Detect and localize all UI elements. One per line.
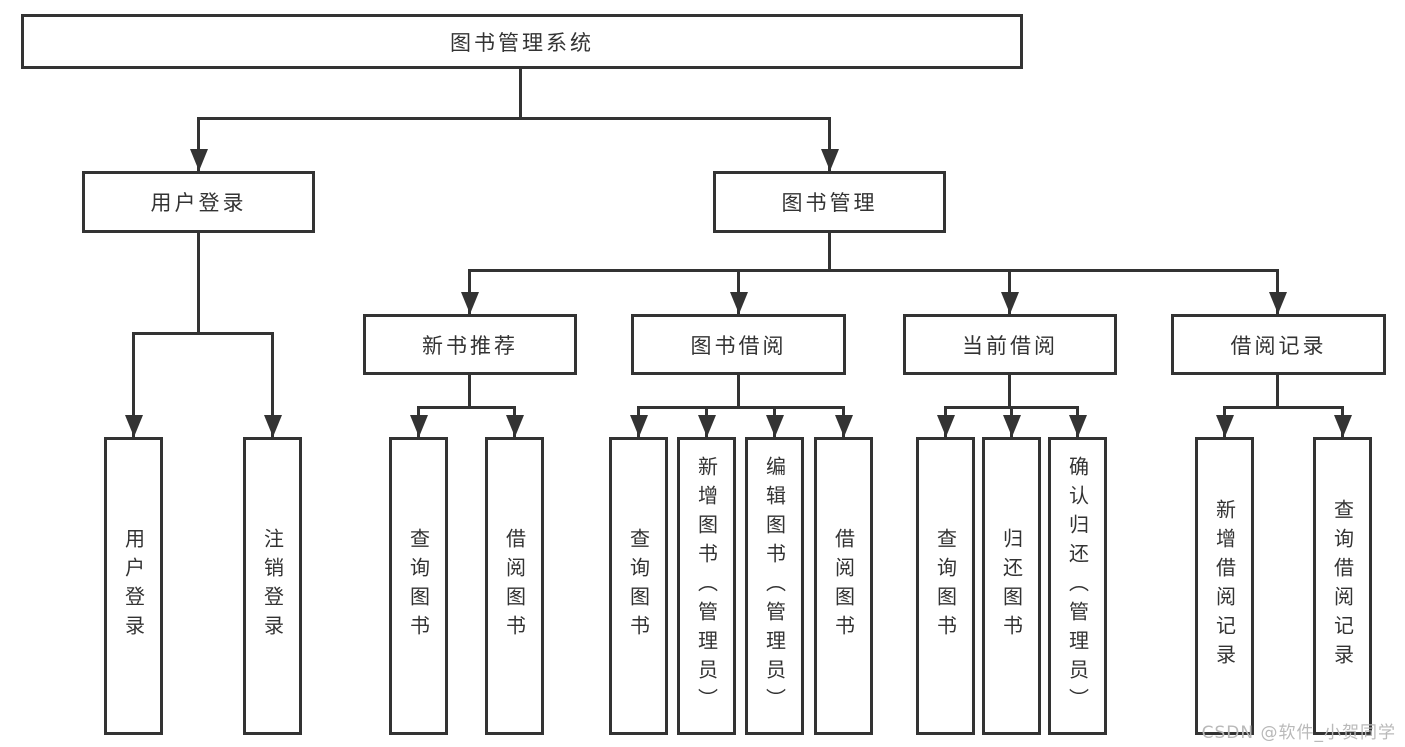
leaf-label: 归还图书: [999, 528, 1024, 644]
arrow-to-borrowing-add: [697, 406, 716, 437]
arrow-to-borrowing-query: [629, 406, 648, 437]
leaf-current-query-books: 查询图书: [916, 437, 975, 735]
leaf-label: 查询图书: [626, 528, 651, 644]
leaf-borrowing-edit-book-admin: 编辑图书（管理员）: [745, 437, 804, 735]
node-user-login: 用户登录: [82, 171, 315, 233]
node-library-management-system: 图书管理系统: [21, 14, 1023, 69]
node-new-book-recommend: 新书推荐: [363, 314, 577, 375]
leaf-label: 查询图书: [406, 528, 431, 644]
borrowing-branch-line: [637, 406, 845, 409]
leaf-recommend-borrow-books: 借阅图书: [485, 437, 544, 735]
user-login-branch-line: [132, 332, 274, 335]
arrow-to-leaf-user-login: [124, 332, 143, 437]
user-login-stem-line: [197, 233, 200, 333]
leaf-records-query-borrow-record: 查询借阅记录: [1313, 437, 1372, 735]
arrow-to-current-return: [1002, 406, 1021, 437]
leaf-current-confirm-return-admin: 确认归还（管理员）: [1048, 437, 1107, 735]
arrow-to-recommend-query: [409, 406, 428, 437]
leaf-user-login: 用户登录: [104, 437, 163, 735]
node-book-borrowing: 图书借阅: [631, 314, 846, 375]
leaf-borrowing-query-books: 查询图书: [609, 437, 668, 735]
leaf-current-return-book: 归还图书: [982, 437, 1041, 735]
arrow-to-records-query: [1333, 406, 1352, 437]
book-management-branch-line: [468, 269, 1279, 272]
leaf-borrowing-add-book-admin: 新增图书（管理员）: [677, 437, 736, 735]
arrow-to-current-borrowing: [1000, 269, 1019, 314]
node-label: 新书推荐: [422, 333, 518, 358]
node-borrowing-records: 借阅记录: [1171, 314, 1386, 375]
current-stem-line: [1008, 375, 1011, 408]
leaf-label: 查询图书: [933, 528, 958, 644]
leaf-label: 确认归还（管理员）: [1065, 455, 1090, 717]
node-book-management: 图书管理: [713, 171, 946, 233]
csdn-watermark: CSDN @软件_小贺同学: [1201, 723, 1396, 743]
arrow-to-user-login: [189, 117, 208, 171]
recommend-branch-line: [417, 406, 516, 409]
arrow-to-borrowing-edit: [765, 406, 784, 437]
node-label: 图书管理: [781, 191, 878, 215]
node-label: 借阅记录: [1230, 333, 1327, 358]
arrow-to-book-management: [820, 117, 839, 171]
node-label: 图书借阅: [690, 333, 787, 358]
node-label: 用户登录: [150, 191, 247, 215]
node-label: 当前借阅: [962, 333, 1058, 358]
leaf-recommend-query-books: 查询图书: [389, 437, 448, 735]
arrow-to-current-confirm: [1068, 406, 1087, 437]
node-current-borrowing: 当前借阅: [903, 314, 1117, 375]
leaf-label: 用户登录: [121, 528, 146, 644]
leaf-label: 借阅图书: [831, 528, 856, 644]
leaf-borrowing-borrow-books: 借阅图书: [814, 437, 873, 735]
root-branch-line: [197, 117, 831, 120]
arrow-to-borrowing-records: [1268, 269, 1287, 314]
leaf-records-add-borrow-record: 新增借阅记录: [1195, 437, 1254, 735]
arrow-to-records-add: [1215, 406, 1234, 437]
leaf-label: 借阅图书: [502, 528, 527, 644]
arrow-to-borrowing-borrow: [834, 406, 853, 437]
records-branch-line: [1223, 406, 1344, 409]
root-stem-line: [519, 69, 522, 120]
node-label: 图书管理系统: [450, 30, 594, 55]
leaf-logout: 注销登录: [243, 437, 302, 735]
arrow-to-new-book-recommend: [460, 269, 479, 314]
leaf-label: 新增借阅记录: [1212, 499, 1237, 673]
arrow-to-recommend-borrow: [505, 406, 524, 437]
leaf-label: 新增图书（管理员）: [694, 455, 719, 717]
book-management-stem-line: [828, 233, 831, 271]
leaf-label: 注销登录: [260, 528, 285, 644]
records-stem-line: [1276, 375, 1279, 408]
recommend-stem-line: [468, 375, 471, 408]
arrow-to-book-borrowing: [729, 269, 748, 314]
leaf-label: 编辑图书（管理员）: [762, 455, 787, 717]
arrow-to-current-query: [936, 406, 955, 437]
borrowing-stem-line: [737, 375, 740, 408]
arrow-to-leaf-logout: [263, 332, 282, 437]
leaf-label: 查询借阅记录: [1330, 499, 1355, 673]
